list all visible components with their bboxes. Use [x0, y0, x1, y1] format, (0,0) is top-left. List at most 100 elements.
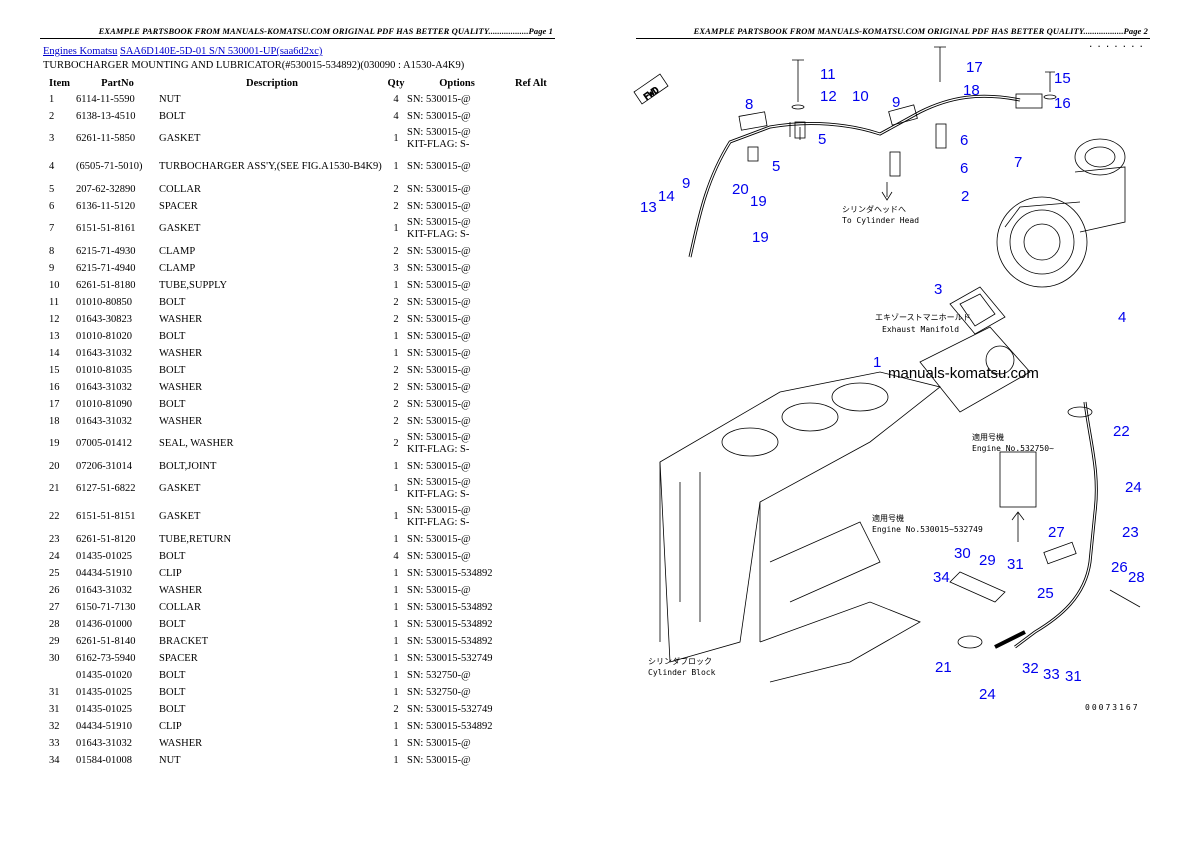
row-ref-alt [507, 379, 563, 396]
row-options: SN: 530015-@KIT-FLAG: S- [407, 503, 507, 531]
row-qty: 4 [393, 110, 399, 122]
row-qty: 1 [393, 720, 399, 732]
row-options: SN: 530015-534892 [407, 616, 507, 633]
row-partno: 01643-31032 [76, 415, 132, 427]
row-partno: 04434-51910 [76, 567, 132, 579]
row-item: 7 [49, 223, 55, 234]
row-qty: 2 [393, 415, 399, 427]
row-qty: 1 [393, 133, 399, 144]
callout-number: 31 [1065, 668, 1082, 685]
row-item: 25 [49, 567, 60, 579]
row-description: COLLAR [159, 183, 201, 195]
row-partno: 01010-81035 [76, 364, 132, 376]
callout-number: 33 [1043, 666, 1060, 683]
row-qty: 1 [393, 737, 399, 749]
row-ref-alt [507, 633, 563, 650]
row-option-sn: SN: 530015-@ [407, 737, 471, 749]
row-partno: 01010-81090 [76, 398, 132, 410]
row-partno: 01643-30823 [76, 313, 132, 325]
row-description: WASHER [159, 347, 203, 359]
table-row: 4(6505-71-5010)TURBOCHARGER ASS'Y,(SEE F… [43, 153, 563, 181]
row-options: SN: 530015-@ [407, 277, 507, 294]
row-item: 5 [49, 183, 55, 195]
row-item: 23 [49, 533, 60, 545]
row-partno: 6162-73-5940 [76, 652, 136, 664]
row-description: TUBE,RETURN [159, 533, 232, 545]
row-ref-alt [507, 582, 563, 599]
row-option-kitflag: KIT-FLAG: S- [407, 489, 470, 500]
row-description: BOLT [159, 330, 186, 342]
row-option-sn: SN: 530015-532749 [407, 652, 493, 664]
row-ref-alt [507, 475, 563, 503]
row-description: BOLT [159, 296, 186, 308]
row-options: SN: 530015-534892 [407, 718, 507, 735]
row-options: SN: 530015-@ [407, 396, 507, 413]
label-engine-jp-1: 適用号機 [972, 432, 1004, 442]
row-option-sn: SN: 530015-@ [407, 262, 471, 274]
row-item: 32 [49, 720, 60, 732]
row-ref-alt [507, 701, 563, 718]
row-ref-alt [507, 458, 563, 475]
row-options: SN: 530015-@ [407, 582, 507, 599]
row-partno: 6261-51-8120 [76, 533, 136, 545]
label-exhaust-en: Exhaust Manifold [882, 325, 959, 334]
callout-number: 6 [960, 132, 968, 149]
row-option-sn: SN: 530015-534892 [407, 567, 493, 579]
row-qty: 3 [393, 262, 399, 274]
row-option-sn: SN: 530015-534892 [407, 720, 493, 732]
row-description: CLAMP [159, 245, 196, 257]
row-option-sn: SN: 530015-@ [407, 460, 471, 472]
row-description: BOLT [159, 686, 186, 698]
row-ref-alt [507, 752, 563, 769]
row-partno: 01643-31032 [76, 381, 132, 393]
row-option-sn: SN: 530015-@ [407, 183, 471, 195]
row-option-kitflag: KIT-FLAG: S- [407, 517, 470, 528]
row-item: 9 [49, 262, 55, 274]
row-qty: 1 [393, 161, 399, 172]
row-partno: 6151-51-8151 [76, 511, 136, 522]
row-options: SN: 530015-@ [407, 181, 507, 198]
row-description: BOLT [159, 703, 186, 715]
callout-number: 24 [1125, 479, 1142, 496]
row-item: 1 [49, 93, 55, 105]
row-qty: 2 [393, 381, 399, 393]
callout-number: 14 [658, 188, 675, 205]
row-description: BRACKET [159, 635, 209, 647]
row-options: SN: 532750-@ [407, 684, 507, 701]
row-description: WASHER [159, 584, 203, 596]
row-options: SN: 530015-@ [407, 243, 507, 260]
row-options: SN: 530015-532749 [407, 650, 507, 667]
page-header-right: EXAMPLE PARTSBOOK FROM MANUALS-KOMATSU.C… [693, 26, 1148, 36]
row-description: BOLT [159, 110, 186, 122]
callout-number: 34 [933, 569, 950, 586]
row-description: NUT [159, 754, 181, 766]
row-item: 29 [49, 635, 60, 647]
row-ref-alt [507, 345, 563, 362]
header-dots: ....... [1088, 40, 1147, 50]
row-option-sn: SN: 530015-@ [407, 110, 471, 122]
row-partno: 01435-01025 [76, 703, 132, 715]
row-option-sn: SN: 530015-@ [407, 347, 471, 359]
callout-number: 30 [954, 545, 971, 562]
parts-diagram: FWD [633, 46, 1145, 703]
callout-number: 4 [1118, 309, 1126, 326]
row-ref-alt [507, 531, 563, 548]
callout-number: 16 [1054, 95, 1071, 112]
breadcrumb-link-model[interactable]: SAA6D140E-5D-01 S/N 530001-UP(saa6d2xc) [120, 46, 323, 57]
row-partno: 207-62-32890 [76, 183, 136, 195]
row-ref-alt [507, 153, 563, 181]
breadcrumb: Engines Komatsu SAA6D140E-5D-01 S/N 5300… [43, 46, 322, 57]
row-item: 6 [49, 200, 55, 212]
row-option-sn: SN: 530015-@ [407, 584, 471, 596]
breadcrumb-link-engines[interactable]: Engines Komatsu [43, 46, 118, 57]
row-option-sn: SN: 530015-@ [407, 245, 471, 257]
row-qty: 4 [393, 93, 399, 105]
